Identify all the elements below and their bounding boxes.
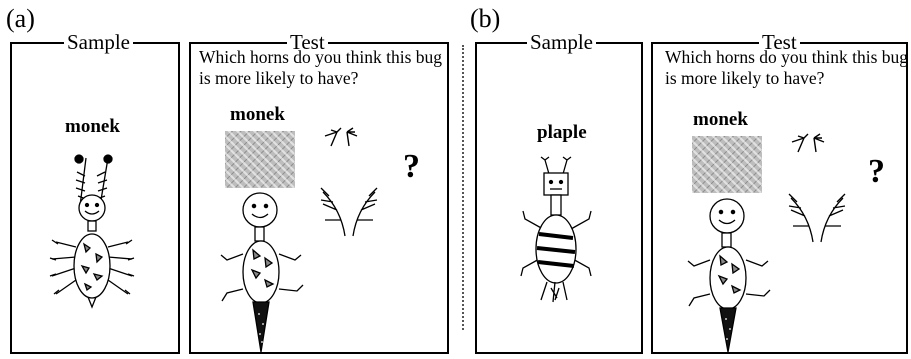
- test-word-b: monek: [693, 109, 748, 130]
- hidden-horns-patch-b: [692, 136, 762, 193]
- test-box-b: Test Which horns do you think this bug i…: [651, 30, 909, 354]
- question-b: Which horns do you think this bug is mor…: [665, 47, 909, 88]
- panel-divider: [462, 45, 464, 330]
- sample-word-a: monek: [65, 116, 120, 137]
- sample-box-a: Sample monek: [10, 30, 180, 354]
- hidden-horns-patch-a: [225, 131, 295, 188]
- test-bug-a: [220, 192, 304, 353]
- sample-box-b: Sample plaple: [475, 30, 643, 354]
- test-title-a: Test: [287, 30, 328, 54]
- panel-b-label: (b): [470, 4, 501, 33]
- question-mark-a: ?: [403, 148, 420, 185]
- horn-option-small-b: [791, 133, 825, 153]
- sample-title-a: Sample: [64, 30, 133, 54]
- question-mark-b: ?: [868, 153, 885, 190]
- test-word-a: monek: [230, 104, 285, 125]
- sample-word-b: plaple: [537, 122, 587, 143]
- horn-option-small-a: [324, 127, 358, 147]
- question-a: Which horns do you think this bug is mor…: [199, 47, 443, 88]
- test-bug-b: [687, 198, 771, 353]
- test-box-a: Test Which horns do you think this bug i…: [189, 30, 449, 354]
- test-title-b: Test: [759, 30, 800, 54]
- sample-bug-a: [49, 154, 135, 309]
- horn-option-large-a: [320, 187, 378, 237]
- sample-title-b: Sample: [527, 30, 596, 54]
- horn-option-large-b: [788, 193, 846, 243]
- sample-bug-b: [520, 156, 592, 303]
- panel-a-label: (a): [6, 4, 35, 33]
